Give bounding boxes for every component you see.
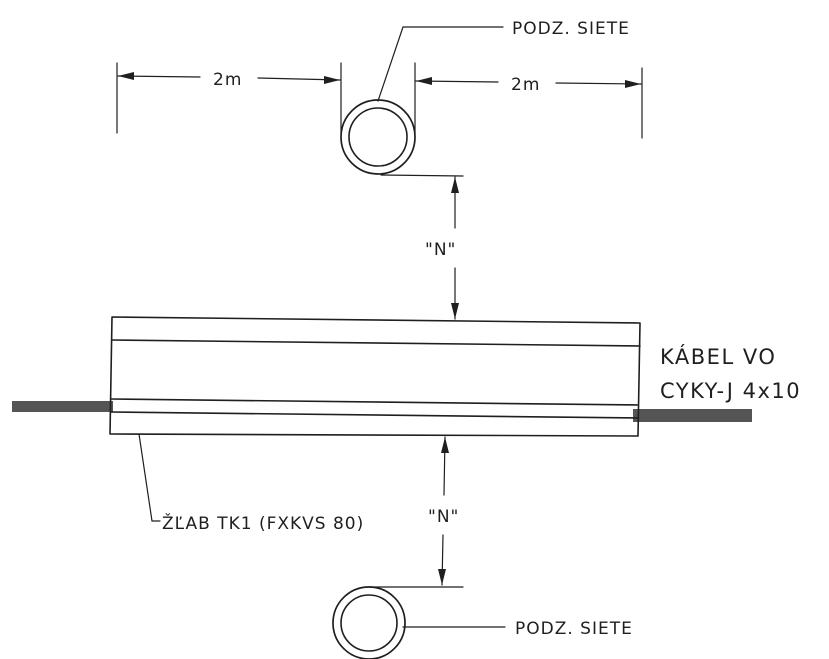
dim-right-label: 2m	[511, 75, 540, 95]
pipe-bottom-label: PODZ. SIETE	[515, 619, 633, 639]
trough-band-top	[110, 398, 639, 406]
clearance-bottom-arrow-up	[441, 437, 449, 453]
pipe-top-outer	[340, 99, 416, 175]
dim-arrow-right-2	[625, 80, 641, 88]
dim-arrow-right-1	[416, 77, 432, 85]
clearance-bottom-label: "N"	[428, 507, 459, 527]
pipe-top	[340, 99, 416, 175]
dimension-group-top: 2m 2m	[116, 62, 643, 139]
pipe-bottom	[332, 586, 406, 659]
clearance-top: "N"	[380, 174, 464, 320]
pipe-top-label: PODZ. SIETE	[512, 19, 630, 39]
dim-left-label: 2m	[213, 70, 242, 90]
clearance-top-ref-line	[380, 174, 464, 177]
pipe-bottom-outer	[332, 586, 406, 659]
trough-outline	[109, 316, 641, 437]
clearance-top-label: "N"	[425, 240, 456, 260]
dim-arrow-left-1	[118, 72, 134, 80]
pipe-bottom-inner	[340, 594, 398, 652]
pipe-top-inner	[348, 107, 408, 167]
trough-label: ŽĽAB TK1 (FXKVS 80)	[162, 512, 364, 534]
clearance-top-arrow-down	[451, 303, 459, 319]
cable-trough	[109, 316, 641, 437]
cable-label-line2: CYKY-J 4x10	[660, 379, 801, 403]
clearance-top-arrow-up	[451, 177, 459, 193]
cable-right-segment	[633, 409, 752, 422]
pipe-top-leader	[377, 26, 504, 102]
trough-band-bottom	[110, 411, 639, 419]
clearance-bottom-arrow-down	[438, 569, 446, 585]
dim-arrow-left-2	[324, 76, 340, 84]
trough-leader	[138, 433, 161, 522]
trough-top-lip	[111, 339, 641, 347]
cable-left-segment	[12, 401, 113, 412]
cable-label-line1: KÁBEL VO	[660, 344, 776, 369]
clearance-bottom: "N"	[368, 436, 464, 588]
